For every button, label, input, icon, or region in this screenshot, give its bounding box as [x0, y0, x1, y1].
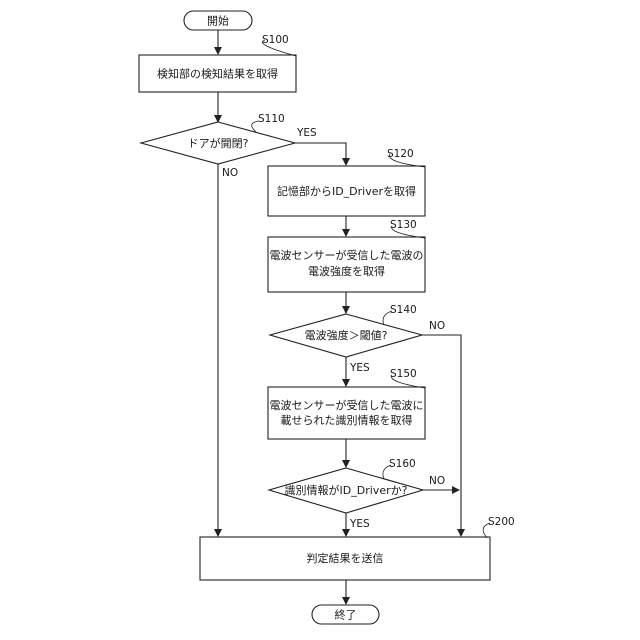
- process-s130-label-line2: 電波強度を取得: [308, 264, 385, 278]
- process-s130-label-line1: 電波センサーが受信した電波の: [270, 248, 424, 262]
- process-s100: 検知部の検知結果を取得: [139, 55, 296, 92]
- branch-label-s110-no: NO: [222, 167, 238, 179]
- decision-s110: ドアが開閉?: [141, 122, 295, 164]
- process-s150: 電波センサーが受信した電波に 載せられた識別情報を取得: [268, 387, 425, 439]
- decision-s160: 識別情報がID_Driverか?: [269, 468, 423, 513]
- branch-label-s160-no: NO: [429, 475, 445, 487]
- process-s120-label: 記憶部からID_Driverを取得: [277, 184, 416, 198]
- process-s200: 判定結果を送信: [200, 537, 490, 580]
- process-s150-label-line1: 電波センサーが受信した電波に: [270, 398, 424, 412]
- step-label-s200: S200: [488, 516, 515, 528]
- step-label-s150: S150: [390, 368, 417, 380]
- process-s100-label: 検知部の検知結果を取得: [157, 67, 278, 81]
- process-s130: 電波センサーが受信した電波の 電波強度を取得: [268, 237, 425, 292]
- process-s120: 記憶部からID_Driverを取得: [268, 166, 425, 216]
- start-node: 開始: [184, 11, 252, 30]
- branch-label-s140-yes: YES: [349, 362, 370, 374]
- decision-s110-label: ドアが開閉?: [188, 136, 249, 150]
- process-s200-label: 判定結果を送信: [307, 551, 384, 565]
- step-label-s130: S130: [390, 219, 417, 231]
- edge-s110-yes: [295, 143, 346, 165]
- decision-s140-label: 電波強度＞閾値?: [305, 328, 388, 342]
- decision-s160-label: 識別情報がID_Driverか?: [285, 483, 408, 497]
- end-node: 終了: [312, 605, 379, 624]
- branch-label-s140-no: NO: [429, 320, 445, 332]
- step-label-s110: S110: [258, 113, 285, 125]
- process-s150-box: [268, 387, 425, 439]
- end-label: 終了: [335, 608, 357, 622]
- edge-s140-no: [422, 335, 461, 536]
- step-label-s160: S160: [389, 458, 416, 470]
- branch-label-s110-yes: YES: [296, 127, 317, 139]
- decision-s140: 電波強度＞閾値?: [270, 314, 422, 357]
- step-label-s100: S100: [262, 34, 289, 46]
- start-label: 開始: [207, 14, 229, 28]
- step-label-s120: S120: [387, 148, 414, 160]
- branch-label-s160-yes: YES: [349, 518, 370, 530]
- process-s150-label-line2: 載せられた識別情報を取得: [281, 414, 413, 427]
- step-label-s140: S140: [390, 304, 417, 316]
